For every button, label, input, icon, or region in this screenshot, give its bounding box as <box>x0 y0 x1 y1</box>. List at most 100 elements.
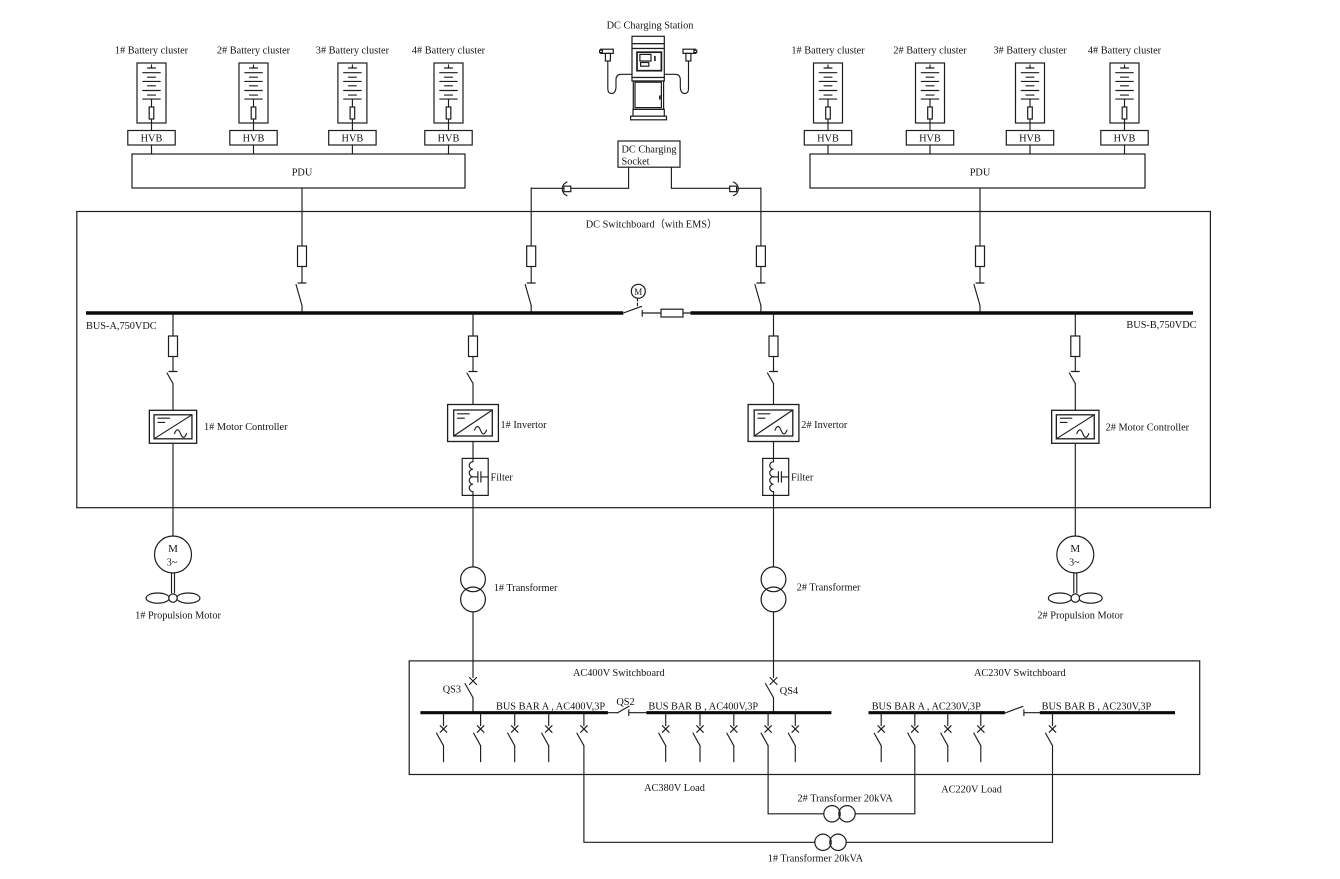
load-breaker <box>473 713 485 763</box>
charging-station-cable-left-icon <box>607 60 633 95</box>
propulsion-motor-1: M 3~ 1# Propulsion Motor <box>135 442 221 621</box>
shore-plug-right-icon <box>729 181 739 197</box>
load-breaker <box>692 713 704 763</box>
dc-switchboard-box <box>76 210 1211 509</box>
charging-socket-box <box>617 140 681 168</box>
invertor-feeder <box>766 312 779 414</box>
qs2-blade <box>616 705 630 714</box>
battery-cluster-label: 4# Battery cluster <box>1088 46 1162 57</box>
pdu-label: PDU <box>970 168 991 179</box>
pdu-feeder-fuse-switch <box>295 187 308 314</box>
transformer-1-20kva-label: 1# Transformer 20kVA <box>768 853 864 864</box>
battery-cluster: 2# Battery cluster HVB <box>217 46 291 155</box>
battery-symbol <box>914 62 946 124</box>
transformer-2-20kva: 2# Transformer 20kVA <box>767 761 916 823</box>
load-breaker <box>658 713 670 763</box>
charging-socket-label-line2: Socket <box>622 156 650 167</box>
load-breaker <box>726 713 738 763</box>
load-breaker <box>907 713 919 763</box>
motor-controller-feeder <box>166 312 179 414</box>
battery-cluster-label: 1# Battery cluster <box>791 46 865 57</box>
battery-cluster-label: 2# Battery cluster <box>217 46 291 57</box>
invertor-2-symbol <box>747 403 800 443</box>
pdu-box <box>809 153 1146 189</box>
battery-cluster: 1# Battery cluster HVB <box>115 46 189 155</box>
battery-symbol <box>238 62 269 124</box>
motor-1-m: M <box>168 543 178 555</box>
load-breaker <box>435 713 448 763</box>
battery-cluster-label: 3# Battery cluster <box>316 46 390 57</box>
busbar-b-230-label: BUS BAR B , AC230V,3P <box>1042 702 1152 713</box>
hvb-label: HVB <box>919 134 941 145</box>
charging-feeder-fuse-switch <box>524 187 537 314</box>
hvb-label: HVB <box>243 134 265 145</box>
busbar-a-400-label: BUS BAR A , AC400V,3P <box>496 702 605 713</box>
battery-group-right: 1# Battery cluster HVB 2# Battery cluste… <box>791 46 1162 189</box>
charging-gun-right-icon <box>682 48 698 62</box>
bus-tie: M <box>622 283 692 318</box>
charging-station-cable-right-icon <box>663 60 690 95</box>
battery-cluster: 3# Battery cluster HVB <box>993 46 1067 155</box>
ac380-load-label: AC380V Load <box>644 783 706 794</box>
hvb-label: HVB <box>1019 134 1041 145</box>
battery-cluster: 4# Battery cluster HVB <box>1088 46 1162 155</box>
hvb-label: HVB <box>1114 134 1136 145</box>
bus-tie-motor-label: M <box>634 287 642 297</box>
hvb-label: HVB <box>342 134 364 145</box>
motor-controller-1-label: 1# Motor Controller <box>204 422 288 433</box>
ac400-title: AC400V Switchboard <box>573 668 665 679</box>
load-breaker <box>507 713 519 763</box>
battery-cluster-label: 4# Battery cluster <box>412 46 486 57</box>
battery-cluster: 2# Battery cluster HVB <box>893 46 967 155</box>
bus-tie-fuse <box>660 308 684 318</box>
busbar-b-400-label: BUS BAR B , AC400V,3P <box>648 702 758 713</box>
motor-1-label: 1# Propulsion Motor <box>135 610 221 621</box>
charging-feeder-fuse-switch <box>754 187 767 314</box>
hvb-label: HVB <box>141 134 163 145</box>
invertor-feeder <box>466 312 479 414</box>
load-breaker <box>787 713 800 763</box>
charging-gun-left-icon <box>598 48 614 62</box>
propulsion-motor-2: M 3~ 2# Propulsion Motor <box>1037 442 1124 621</box>
invertor-2-label: 2# Invertor <box>801 420 848 431</box>
transformer-1-20kva-symbol <box>814 833 847 852</box>
load-breaker <box>940 713 952 763</box>
battery-symbol <box>812 62 844 124</box>
ac230-title: AC230V Switchboard <box>974 668 1066 679</box>
battery-cluster: 3# Battery cluster HVB <box>316 46 390 155</box>
filter-1-symbol <box>461 457 489 496</box>
motor-controller-feeder <box>1068 312 1081 414</box>
dc-switchboard-title: DC Switchboard（with EMS） <box>586 219 718 231</box>
invertor-1-label: 1# Invertor <box>501 420 548 431</box>
transformer-2-20kva-wire-left <box>767 761 825 815</box>
battery-symbol <box>1109 62 1140 124</box>
transformer-1-20kva-wire-right <box>845 761 1054 843</box>
ac-switchboard-box <box>408 660 1201 776</box>
motor-1-3ph: 3~ <box>167 558 178 569</box>
qs2-label: QS2 <box>616 697 634 708</box>
bus-tie-motor-circle <box>630 283 646 299</box>
filter-2-label: Filter <box>791 473 814 484</box>
load-breaker <box>873 713 886 763</box>
battery-cluster: 4# Battery cluster HVB <box>412 46 486 155</box>
charging-socket-label-line1: DC Charging <box>622 145 677 156</box>
battery-symbol <box>136 62 167 124</box>
pdu-box <box>131 153 466 189</box>
bus-a-label: BUS-A,750VDC <box>86 321 157 332</box>
transformer-2-20kva-symbol <box>823 804 856 823</box>
filter-1-label: Filter <box>491 473 514 484</box>
transformer-1-20kva-wire-left <box>583 761 816 843</box>
qs3-label: QS3 <box>443 684 461 695</box>
motor-2-label: 2# Propulsion Motor <box>1037 610 1123 621</box>
charging-socket-drop-right <box>670 166 762 189</box>
charging-station-body-icon <box>629 35 668 121</box>
ac230-bus-tie <box>1004 705 1041 717</box>
qs4-switch <box>764 676 778 714</box>
motor-controller-1-symbol <box>148 409 198 444</box>
motor-2-3ph: 3~ <box>1069 558 1080 569</box>
invertor-1-symbol <box>446 403 500 443</box>
ac220-load-label: AC220V Load <box>941 784 1003 795</box>
hvb-label: HVB <box>817 134 839 145</box>
dc-charging-station: DC Charging Station <box>598 21 698 121</box>
